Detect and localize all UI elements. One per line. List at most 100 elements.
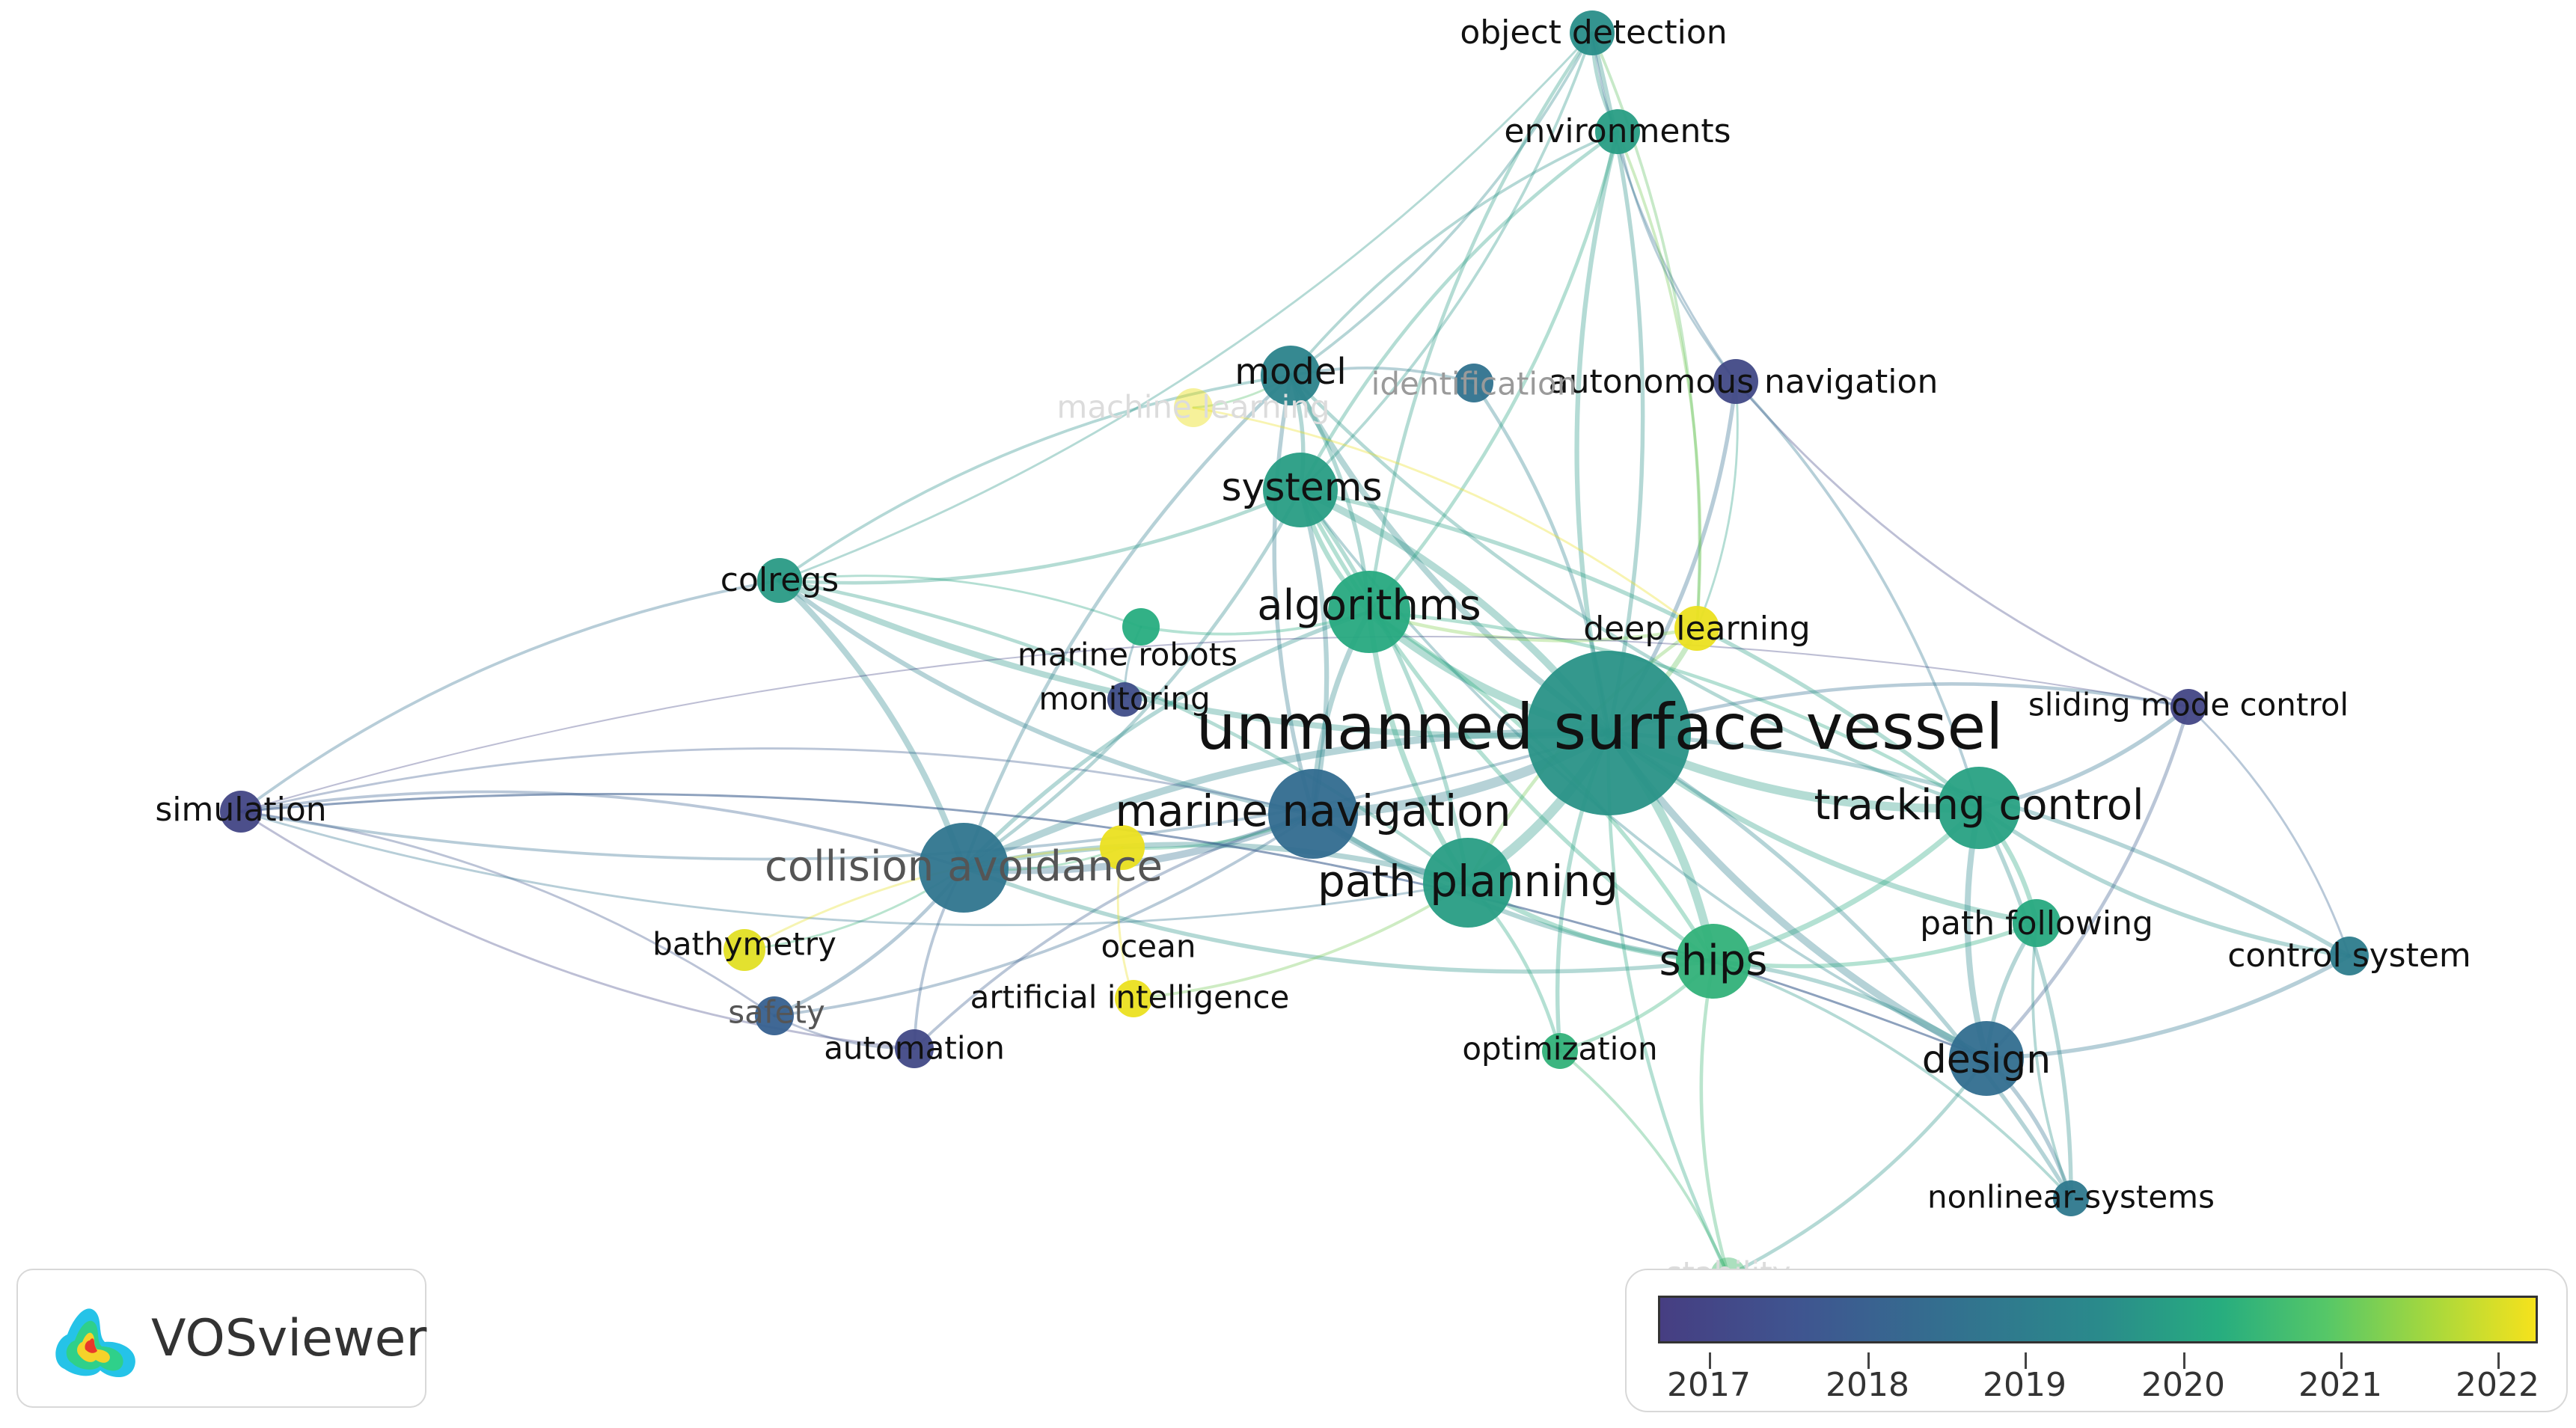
node-machine-learning[interactable]: [1174, 388, 1213, 427]
node-autonomous-navigation[interactable]: [1713, 359, 1758, 404]
label-algorithms[interactable]: algorithms: [1257, 581, 1481, 630]
legend-tick-2019: [2025, 1352, 2027, 1369]
link-marine_navigation-collision_avoidance: [960, 810, 1317, 874]
link-ships-nonlinear_systems: [1712, 960, 2072, 1200]
link-collision_avoidance-systems: [961, 488, 1303, 870]
node-automation[interactable]: [895, 1029, 934, 1068]
label-autonomous-navigation[interactable]: autonomous navigation: [1549, 363, 1939, 401]
node-collision-avoidance[interactable]: [919, 823, 1009, 913]
links-layer: [239, 31, 2352, 1278]
label-ships[interactable]: ships: [1659, 937, 1768, 985]
link-collision_avoidance-simulation: [239, 790, 965, 869]
link-marine_navigation-model: [1272, 373, 1315, 816]
vosviewer-badge: VOSviewer: [16, 1269, 426, 1408]
link-model-environments: [1289, 130, 1619, 377]
node-design[interactable]: [1949, 1021, 2024, 1096]
label-marine-navigation[interactable]: marine navigation: [1115, 785, 1511, 836]
link-path_planning-artificial_intelligence: [1132, 881, 1469, 1000]
node-tracking-control[interactable]: [1938, 767, 2020, 849]
link-systems-colregs: [777, 488, 1303, 585]
node-ships[interactable]: [1676, 924, 1751, 999]
legend-tick-2018: [1867, 1352, 1870, 1369]
link-usv-colregs: [777, 577, 1612, 739]
label-colregs[interactable]: colregs: [721, 561, 839, 599]
link-collision_avoidance-path_planning: [961, 842, 1471, 886]
label-safety[interactable]: safety: [728, 994, 825, 1031]
node-systems[interactable]: [1263, 453, 1338, 527]
node-object-detection[interactable]: [1570, 10, 1615, 55]
node-path-following[interactable]: [2013, 899, 2061, 947]
label-sliding-mode-control[interactable]: sliding mode control: [2028, 687, 2349, 723]
node-ocean[interactable]: [1100, 825, 1145, 870]
link-simulation-automation: [239, 810, 916, 1050]
link-design-control_system: [1984, 954, 2352, 1061]
node-sliding-mode-control[interactable]: [2170, 689, 2206, 725]
label-tracking-control[interactable]: tracking control: [1814, 781, 2144, 830]
legend-gradient-bar: [1658, 1296, 2538, 1343]
link-environments-deep_learning: [1616, 130, 1702, 630]
link-path_planning-systems: [1298, 488, 1470, 885]
label-collision-avoidance[interactable]: collision avoidance: [765, 842, 1163, 891]
legend-tick-label-2021: 2021: [2298, 1366, 2382, 1404]
node-nonlinear-systems[interactable]: [2053, 1180, 2089, 1216]
label-design[interactable]: design: [1922, 1038, 2052, 1082]
label-optimization[interactable]: optimization: [1462, 1031, 1657, 1067]
link-algorithms-deep_learning: [1367, 610, 1699, 643]
legend-tick-2017: [1709, 1352, 1711, 1369]
label-simulation[interactable]: simulation: [155, 791, 326, 829]
node-simulation[interactable]: [220, 791, 262, 833]
node-algorithms[interactable]: [1328, 571, 1410, 653]
label-systems[interactable]: systems: [1221, 465, 1382, 510]
label-machine-learning[interactable]: machine learning: [1056, 389, 1330, 426]
label-control-system[interactable]: control system: [2227, 937, 2471, 975]
link-design-ships: [1711, 959, 1989, 1061]
node-control-system[interactable]: [2330, 937, 2369, 975]
node-safety[interactable]: [755, 996, 794, 1035]
label-path-planning[interactable]: path planning: [1318, 856, 1618, 907]
label-usv[interactable]: unmanned surface vessel: [1196, 690, 2003, 764]
node-optimization[interactable]: [1542, 1033, 1578, 1069]
link-usv-environments: [1574, 129, 1621, 736]
node-colregs[interactable]: [757, 558, 802, 603]
node-marine-robots[interactable]: [1122, 608, 1160, 646]
label-marine-robots[interactable]: marine robots: [1018, 637, 1237, 673]
link-environments-autonomous_navigation: [1616, 130, 1737, 383]
node-model[interactable]: [1261, 346, 1321, 405]
link-marine_navigation-safety: [773, 812, 1315, 1017]
node-deep-learning[interactable]: [1674, 606, 1719, 651]
label-bathymetry[interactable]: bathymetry: [652, 926, 836, 963]
label-deep-learning[interactable]: deep learning: [1583, 610, 1811, 648]
link-tracking_control-algorithms: [1367, 610, 1981, 810]
node-marine-navigation[interactable]: [1268, 769, 1358, 859]
node-monitoring[interactable]: [1107, 682, 1142, 717]
link-object_detection-autonomous_navigation: [1591, 31, 1737, 383]
node-environments[interactable]: [1595, 109, 1640, 154]
link-usv-nonlinear_systems: [1606, 731, 2073, 1201]
link-simulation-path_planning: [239, 810, 1469, 927]
link-ships-path_following: [1711, 921, 2039, 969]
node-artificial-intelligence[interactable]: [1115, 980, 1152, 1017]
label-object-detection[interactable]: object detection: [1460, 13, 1727, 52]
label-environments[interactable]: environments: [1504, 112, 1731, 150]
label-nonlinear-systems[interactable]: nonlinear-systems: [1927, 1179, 2215, 1216]
node-identification[interactable]: [1454, 364, 1493, 402]
node-usv[interactable]: [1526, 651, 1691, 815]
node-path-planning[interactable]: [1423, 838, 1513, 928]
node-bathymetry[interactable]: [723, 929, 765, 971]
label-monitoring[interactable]: monitoring: [1038, 681, 1210, 717]
link-ships-stability: [1699, 959, 1731, 1278]
link-collision_avoidance-algorithms: [961, 610, 1371, 870]
link-systems-environments: [1298, 129, 1620, 492]
link-design-sliding_mode_control: [1984, 705, 2191, 1061]
label-path-following[interactable]: path following: [1920, 904, 2153, 943]
link-collision_avoidance-model: [961, 373, 1293, 870]
label-artificial-intelligence[interactable]: artificial intelligence: [970, 979, 1290, 1016]
label-ocean[interactable]: ocean: [1101, 928, 1196, 965]
label-automation[interactable]: automation: [824, 1030, 1005, 1067]
legend-tick-2021: [2340, 1352, 2343, 1369]
legend-tick-2022: [2497, 1352, 2500, 1369]
link-marine_navigation-simulation: [239, 747, 1315, 815]
label-identification[interactable]: identification: [1371, 366, 1577, 402]
label-model[interactable]: model: [1235, 351, 1346, 393]
